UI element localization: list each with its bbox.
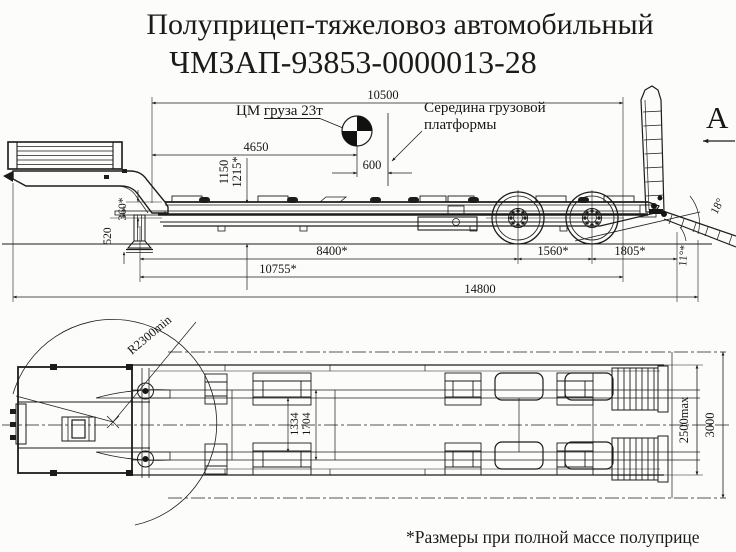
cm-callout: ЦМ груза 23т	[236, 103, 344, 129]
deck-fittings	[171, 195, 657, 232]
plan-platform	[95, 364, 700, 476]
dim-overall-widths: 2500max 3000	[664, 351, 725, 499]
departure-angle	[574, 211, 701, 242]
plan-landing-gear	[137, 368, 154, 478]
platform-frame	[158, 201, 660, 227]
departure-angle-label: 11°*	[677, 244, 691, 267]
gooseneck-body	[3, 169, 169, 216]
dim-axle-base-label: 1560*	[537, 244, 568, 258]
dim-kingpin-to-end: 10755*	[139, 262, 624, 279]
swing-radius	[12, 319, 218, 526]
gooseneck-ribbed-block	[7, 141, 123, 170]
dim-step-label: 360*	[117, 197, 129, 220]
dim-cm-to-mid-label: 600	[363, 158, 382, 172]
dim-rear-overhang-label: 1805*	[614, 244, 645, 258]
side-view: 18° 11°* ЦМ груза 23т Се	[2, 85, 736, 302]
dim-platform-length: 10500	[151, 88, 624, 282]
dim-overall-length: 14800	[12, 183, 699, 302]
plan-ramps	[611, 352, 673, 498]
ramp-angle-arc	[689, 195, 700, 235]
cm-label: ЦМ груза 23т	[236, 103, 323, 119]
dim-width-inner-label: 1334	[289, 412, 301, 435]
dim-overall-length-label: 14800	[464, 282, 495, 296]
dim-coupling-height-label: 520	[102, 227, 114, 245]
dim-deck-height-label-1: 1150	[217, 160, 231, 185]
dim-front-to-cm: 4650	[151, 140, 358, 157]
lowered-ramp	[659, 195, 736, 248]
wheel-rear	[486, 190, 624, 264]
dim-cm-to-mid: 600	[332, 158, 412, 175]
dim-deck-height-label-2: 1215*	[230, 156, 244, 187]
front-hitch-tip	[3, 171, 13, 182]
drawing-title-line2: ЧМЗАП-93853-0000013-28	[169, 44, 537, 80]
drawing-title-line1: Полуприцеп-тяжеловоз автомобильный	[146, 8, 654, 41]
platform-middle-label-1: Середина грузовой	[424, 100, 546, 116]
dim-width-platform-label: 2500max	[677, 396, 691, 443]
ramp-angle-label: 18°	[709, 196, 727, 216]
dim-platform-length-label: 10500	[367, 88, 398, 102]
plan-view: R2300min	[2, 312, 730, 526]
kingpin-plate	[61, 416, 96, 442]
dim-frame-widths: 1334 1704	[286, 389, 318, 461]
plan-gooseneck	[10, 364, 150, 476]
view-a-marker: А	[702, 100, 735, 144]
landing-leg	[126, 214, 153, 253]
dim-width-overall-label: 3000	[703, 413, 717, 438]
view-a-label: А	[706, 100, 729, 135]
folded-ramp	[640, 85, 665, 214]
footnote: *Размеры при полной массе полуприце	[406, 527, 700, 547]
dim-width-beams-label: 1704	[301, 412, 313, 435]
plan-fenders	[494, 372, 614, 470]
toolbox	[417, 216, 478, 231]
dim-front-to-cm-label: 4650	[244, 140, 269, 154]
dim-chain-bottom: 8400* 1560* 1805*	[139, 226, 678, 302]
platform-middle-label-2: платформы	[424, 117, 496, 133]
dim-deck-height: 1150 1215*	[217, 156, 249, 290]
dim-kingpin-to-axle-label: 8400*	[316, 244, 347, 258]
dim-step-and-coupling: 360* 520	[102, 190, 162, 264]
dim-kingpin-to-end-label: 10755*	[259, 262, 297, 276]
